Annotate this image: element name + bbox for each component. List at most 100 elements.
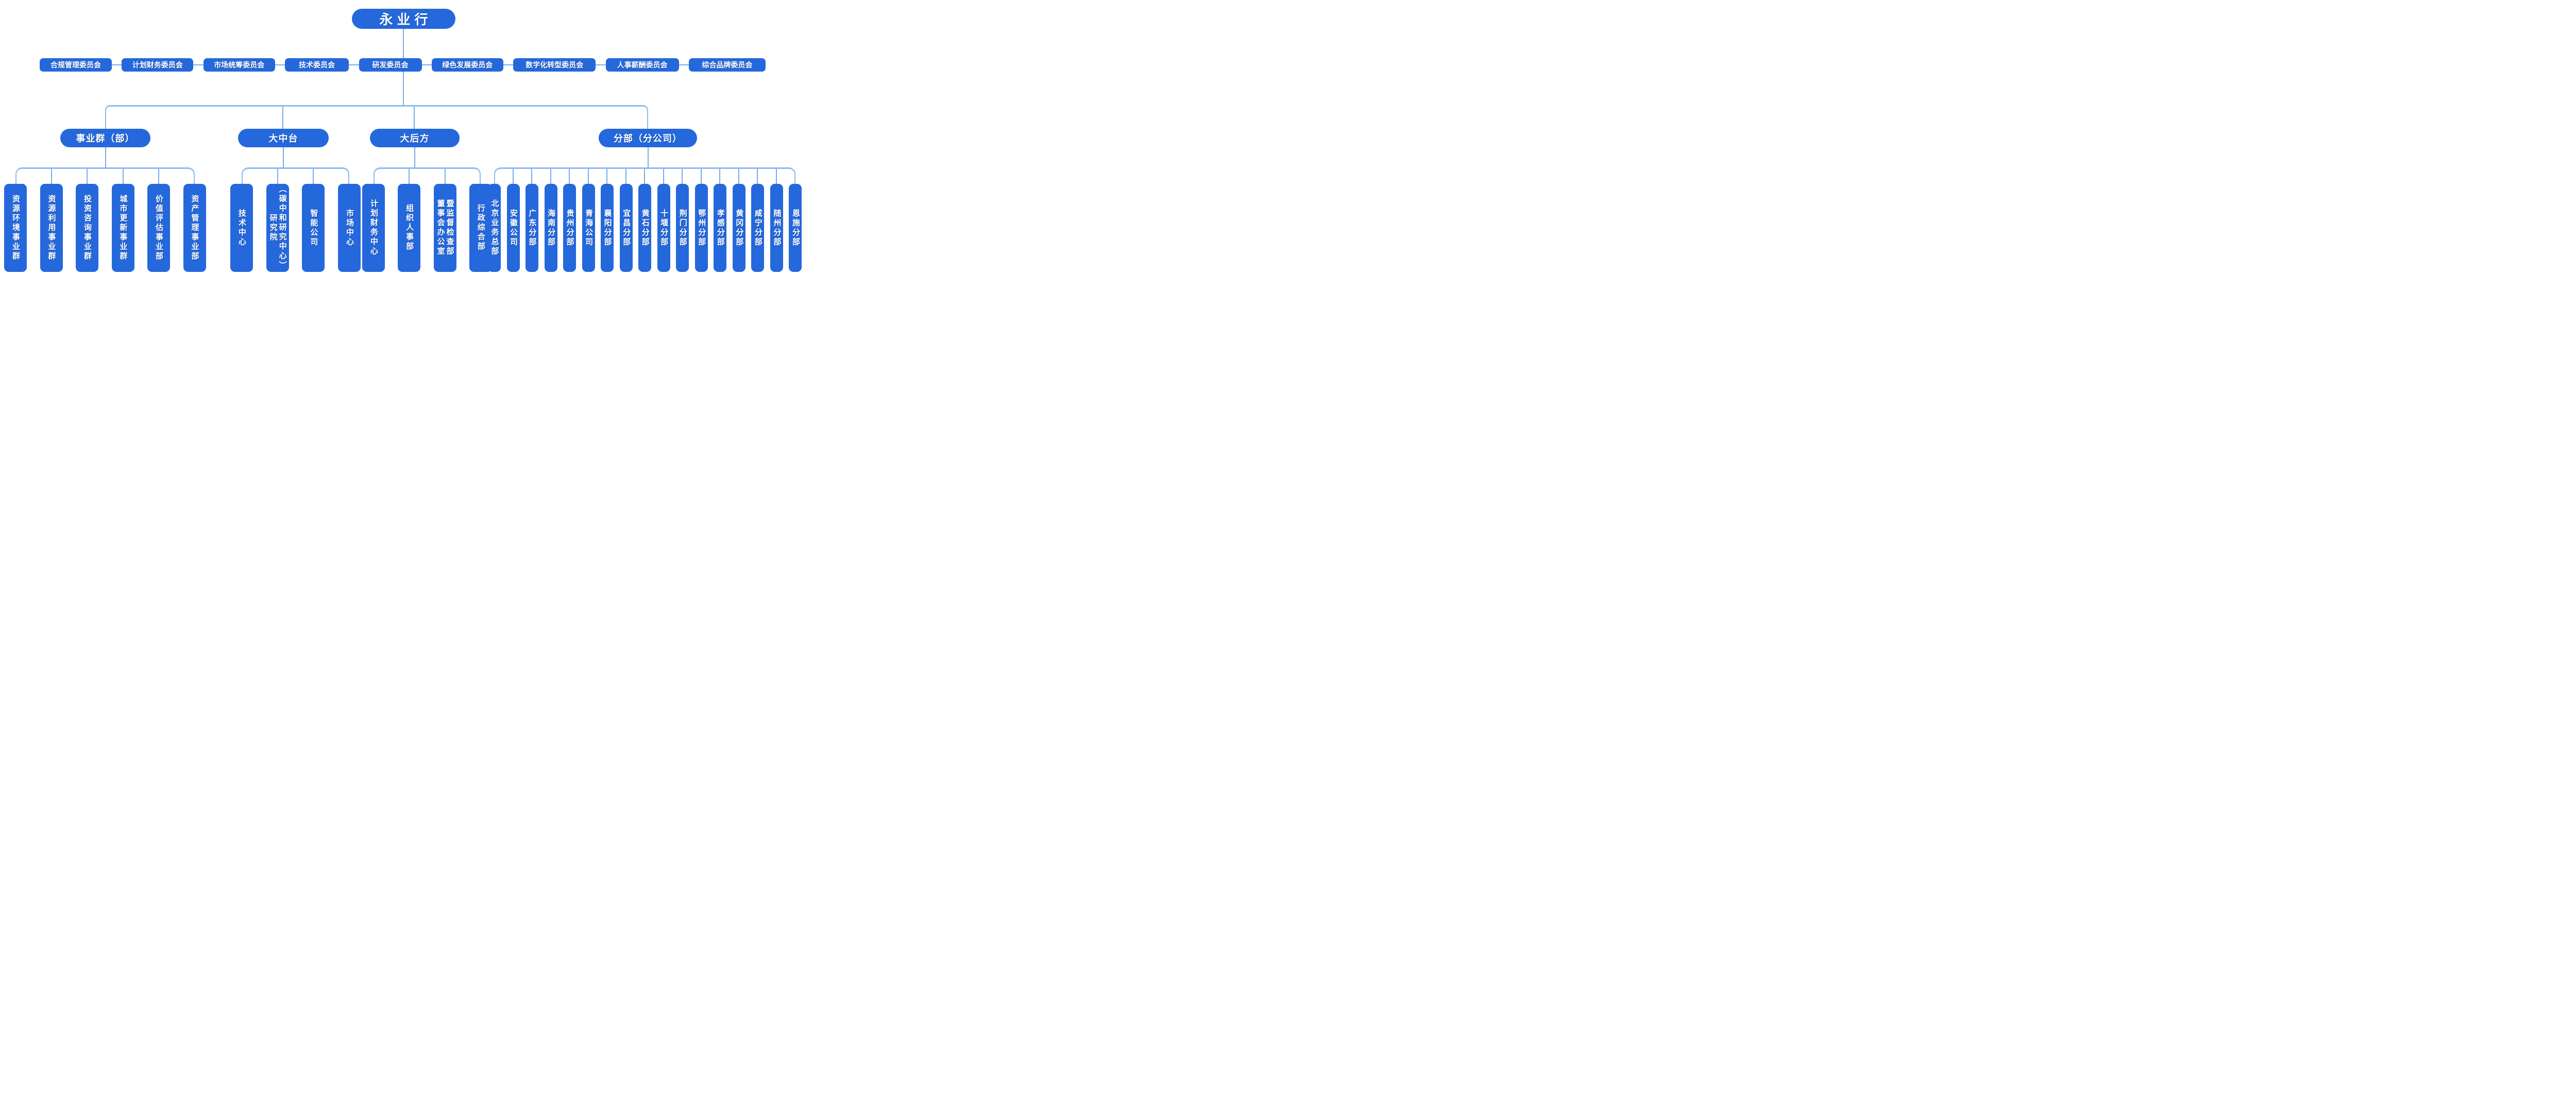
committee-label: 合规管理委员会 (50, 61, 101, 69)
connector-drop (719, 169, 721, 184)
org-leaf-label: 十堰分部 (659, 209, 669, 247)
org-leaf-label: 襄阳分部 (603, 209, 612, 247)
connector-drop (158, 169, 159, 184)
org-leaf-node: 鄂州分部 (694, 184, 708, 272)
committee-node: 人事薪酬委员会 (605, 58, 679, 72)
org-leaf-node: 咸宁分部 (751, 184, 765, 272)
org-leaf-node: 董事会办公室 暨监督检查部 (433, 184, 456, 272)
org-leaf-label: 价值评估事业部 (155, 194, 163, 262)
org-leaf-label: 计划财务中心 (369, 199, 378, 256)
org-leaf-label: 资源利用事业群 (47, 194, 56, 262)
committee-node: 绿色发展委员会 (431, 58, 503, 72)
org-leaf-node: 孝感分部 (714, 184, 727, 272)
connector-branch-feeder (414, 147, 415, 168)
org-leaf-label: 孝感分部 (716, 209, 725, 247)
org-leaf-label: 技术中心 (238, 209, 246, 247)
branch-label: 分部（分公司） (614, 133, 682, 144)
org-chart: 永业行 合规管理委员会计划财务委员会市场统筹委员会技术委员会研发委员会绿色发展委… (0, 0, 802, 279)
connector-drop (625, 169, 626, 184)
org-leaf-node: 资源环境事业群 (4, 184, 27, 272)
connector-drop (550, 169, 551, 184)
connector-drop (277, 169, 278, 184)
org-leaf-node: 资源利用事业群 (40, 184, 63, 272)
connector-drop (682, 169, 683, 184)
connector-drop (512, 169, 514, 184)
branch-node: 大后方 (370, 129, 460, 147)
org-leaf-node: 投资咨询事业群 (76, 184, 98, 272)
committee-label: 人事薪酬委员会 (617, 61, 668, 69)
org-leaf-label: 宜昌分部 (622, 209, 631, 247)
connector-branch-feeder (105, 147, 106, 168)
org-leaf-label: 随州分部 (772, 209, 782, 247)
org-leaf-label: 组织人事部 (405, 204, 414, 252)
org-leaf-label: 咸宁分部 (753, 209, 762, 247)
org-leaf-label: 投资咨询事业群 (83, 194, 92, 262)
connector-drop (587, 169, 589, 184)
branch-node: 分部（分公司） (599, 129, 697, 147)
org-leaf-node: 黄冈分部 (732, 184, 745, 272)
org-leaf-node: 恩施分部 (789, 184, 802, 272)
committee-node: 综合品牌委员会 (689, 58, 766, 72)
committee-label: 绿色发展委员会 (442, 61, 493, 69)
org-leaf-node: 价值评估事业部 (147, 184, 170, 272)
branch-label: 大中台 (268, 133, 298, 144)
org-leaf-label: 荆门分部 (678, 209, 687, 247)
connector-group-bus (242, 167, 349, 184)
connector-drop (313, 169, 314, 184)
connector-drop (414, 107, 415, 129)
connector-drop (738, 169, 739, 184)
org-leaf-node: 安徽公司 (506, 184, 520, 272)
org-leaf-node: 研究院 （碳中和研究中心） (266, 184, 289, 272)
org-leaf-node: 城市更新事业群 (111, 184, 134, 272)
org-leaf-node: 技术中心 (230, 184, 253, 272)
org-leaf-label: 资源环境事业群 (11, 194, 20, 262)
connector-drop (409, 169, 410, 184)
org-leaf-node: 北京业务总部 (488, 184, 501, 272)
connector-drop (50, 169, 52, 184)
org-leaf-label: 贵州分部 (565, 209, 574, 247)
connector-drop (531, 169, 533, 184)
org-leaf-label: 鄂州分部 (697, 209, 706, 247)
org-leaf-label: 城市更新事业群 (118, 194, 128, 262)
org-root-label: 永业行 (379, 12, 432, 27)
connector-drop (663, 169, 664, 184)
connector-drop (282, 107, 283, 129)
connector-drop (569, 169, 570, 184)
connector-drop (644, 169, 646, 184)
org-leaf-node: 组织人事部 (398, 184, 421, 272)
org-leaf-node: 青海公司 (582, 184, 595, 272)
connector-branch-feeder (647, 147, 649, 168)
org-leaf-label: 董事会办公室 暨监督检查部 (436, 199, 454, 256)
committee-node: 数字化转型委员会 (513, 58, 596, 72)
org-leaf-label: 安徽公司 (509, 209, 518, 247)
committee-label: 研发委员会 (372, 61, 409, 69)
org-leaf-label: 恩施分部 (791, 209, 800, 247)
committee-label: 技术委员会 (299, 61, 335, 69)
connector-drop (700, 169, 702, 184)
org-leaf-node: 广东分部 (526, 184, 539, 272)
connector-drop (87, 169, 88, 184)
connector-drop (775, 169, 777, 184)
org-leaf-label: 智能公司 (309, 209, 318, 247)
connector-drop (606, 169, 608, 184)
org-leaf-label: 资产管理事业部 (190, 194, 199, 262)
org-leaf-node: 黄石分部 (638, 184, 652, 272)
connector-group-bus (374, 167, 481, 184)
branch-node: 事业群（部） (60, 129, 150, 147)
committee-node: 市场统筹委员会 (203, 58, 275, 72)
org-leaf-node: 襄阳分部 (601, 184, 614, 272)
org-leaf-node: 计划财务中心 (362, 184, 385, 272)
connector-drop (444, 169, 446, 184)
branch-label: 事业群（部） (76, 133, 135, 144)
org-leaf-label: 黄冈分部 (735, 209, 744, 247)
branch-label: 大后方 (400, 133, 430, 144)
org-leaf-node: 智能公司 (302, 184, 325, 272)
org-leaf-node: 荆门分部 (676, 184, 689, 272)
committee-node: 合规管理委员会 (40, 58, 112, 72)
org-leaf-node: 宜昌分部 (619, 184, 633, 272)
org-leaf-node: 海南分部 (544, 184, 557, 272)
connector-drop (757, 169, 758, 184)
org-leaf-label: 研究院 （碳中和研究中心） (268, 185, 287, 271)
committee-label: 市场统筹委员会 (214, 61, 265, 69)
connector-group-bus (15, 167, 195, 184)
